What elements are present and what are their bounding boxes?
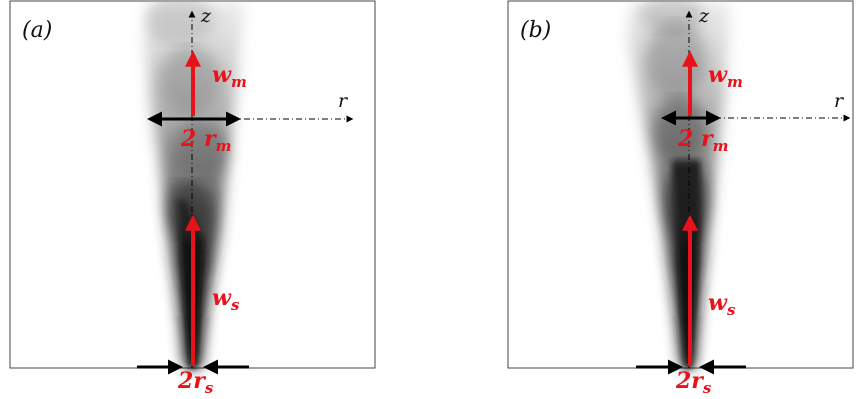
panel-a-rm-label: 2 rm [180, 126, 231, 155]
panel-b-r-label: r [834, 90, 845, 112]
panel-a-ws-label: ws [212, 285, 240, 314]
panel-a-tag: (a) [22, 18, 52, 43]
panel-b-ws-label: ws [708, 290, 736, 319]
panel-b-wm-label: wm [708, 62, 743, 91]
panel-b-rm-label: 2 rm [677, 126, 728, 155]
panel-b-rs-label: 2rs [675, 368, 712, 397]
panel-a-z-label: z [200, 5, 212, 27]
panel-b-z-label: z [698, 5, 710, 27]
panel-a-wm-label: wm [212, 62, 247, 91]
panel-a: (a) z r wm 2 rm ws 2rs [9, 0, 376, 397]
panel-b-plume [628, 0, 730, 368]
panel-b: (b) z r wm 2 rm ws 2rs [507, 0, 854, 397]
panel-a-r-label: r [338, 90, 349, 112]
panel-a-rs-label: 2rs [177, 368, 214, 397]
panel-b-tag: (b) [520, 18, 551, 43]
